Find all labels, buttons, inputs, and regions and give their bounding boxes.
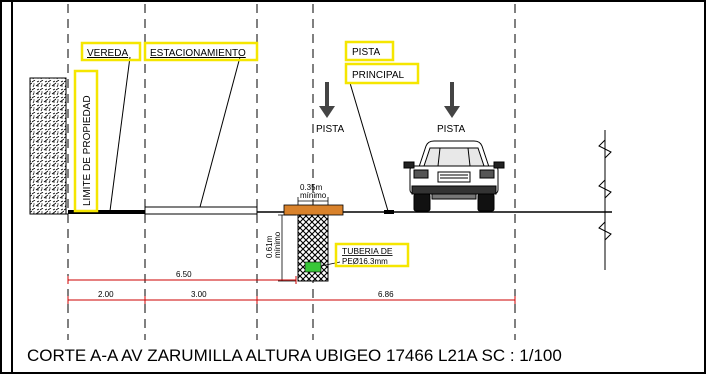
break-line-symbol	[598, 130, 612, 270]
segment-3-label: 6.86	[378, 290, 394, 299]
segment-1-label: 2.00	[98, 290, 114, 299]
dashed-grid-lines	[67, 4, 516, 340]
down-arrow-icon	[444, 82, 460, 118]
svg-text:PRINCIPAL: PRINCIPAL	[352, 70, 404, 81]
property-wall	[29, 77, 67, 215]
trench-depth-dimension	[278, 214, 296, 282]
overall-dimension-line	[67, 276, 297, 284]
down-arrow-icon	[319, 82, 335, 118]
car-icon	[403, 140, 505, 212]
label-principal: PRINCIPAL	[344, 62, 420, 85]
label-estacionamiento: ESTACIONAMIENTO	[143, 41, 259, 62]
label-pista: PISTA	[344, 40, 395, 62]
label-vereda: VEREDA	[80, 41, 142, 62]
svg-text:PISTA: PISTA	[352, 47, 380, 58]
trench-bedding	[283, 204, 344, 216]
trench-depth-sub: mínimo	[273, 231, 282, 258]
trench-depth-label: 0.61m	[265, 235, 274, 258]
segment-2-label: 3.00	[191, 290, 207, 299]
svg-text:PEØ16.3mm: PEØ16.3mm	[342, 257, 388, 266]
svg-text:LIMITE DE PROPIEDAD: LIMITE DE PROPIEDAD	[82, 95, 93, 206]
trench-width-sub: mínimo	[300, 191, 327, 200]
svg-text:ESTACIONAMIENTO: ESTACIONAMIENTO	[150, 48, 246, 59]
parking-slab	[144, 206, 258, 215]
leader-lines	[109, 56, 389, 212]
svg-text:TUBERIA DE: TUBERIA DE	[342, 246, 393, 256]
svg-text:VEREDA: VEREDA	[87, 48, 128, 59]
pipe-marker	[304, 261, 322, 273]
overall-dimension-label: 6.50	[176, 270, 192, 279]
trench-width-dimension	[297, 197, 329, 205]
pista-right-label: PISTA	[437, 124, 465, 135]
trench-width-label: 0.35m	[300, 183, 323, 192]
label-limite-propiedad: LIMITE DE PROPIEDAD	[73, 69, 99, 213]
segment-dimension-line	[67, 296, 516, 304]
drawing-caption: CORTE A-A AV ZARUMILLA ALTURA UBIGEO 174…	[27, 346, 562, 365]
pista-left-label: PISTA	[316, 124, 344, 135]
label-tuberia: TUBERIA DE PEØ16.3mm	[334, 242, 410, 268]
